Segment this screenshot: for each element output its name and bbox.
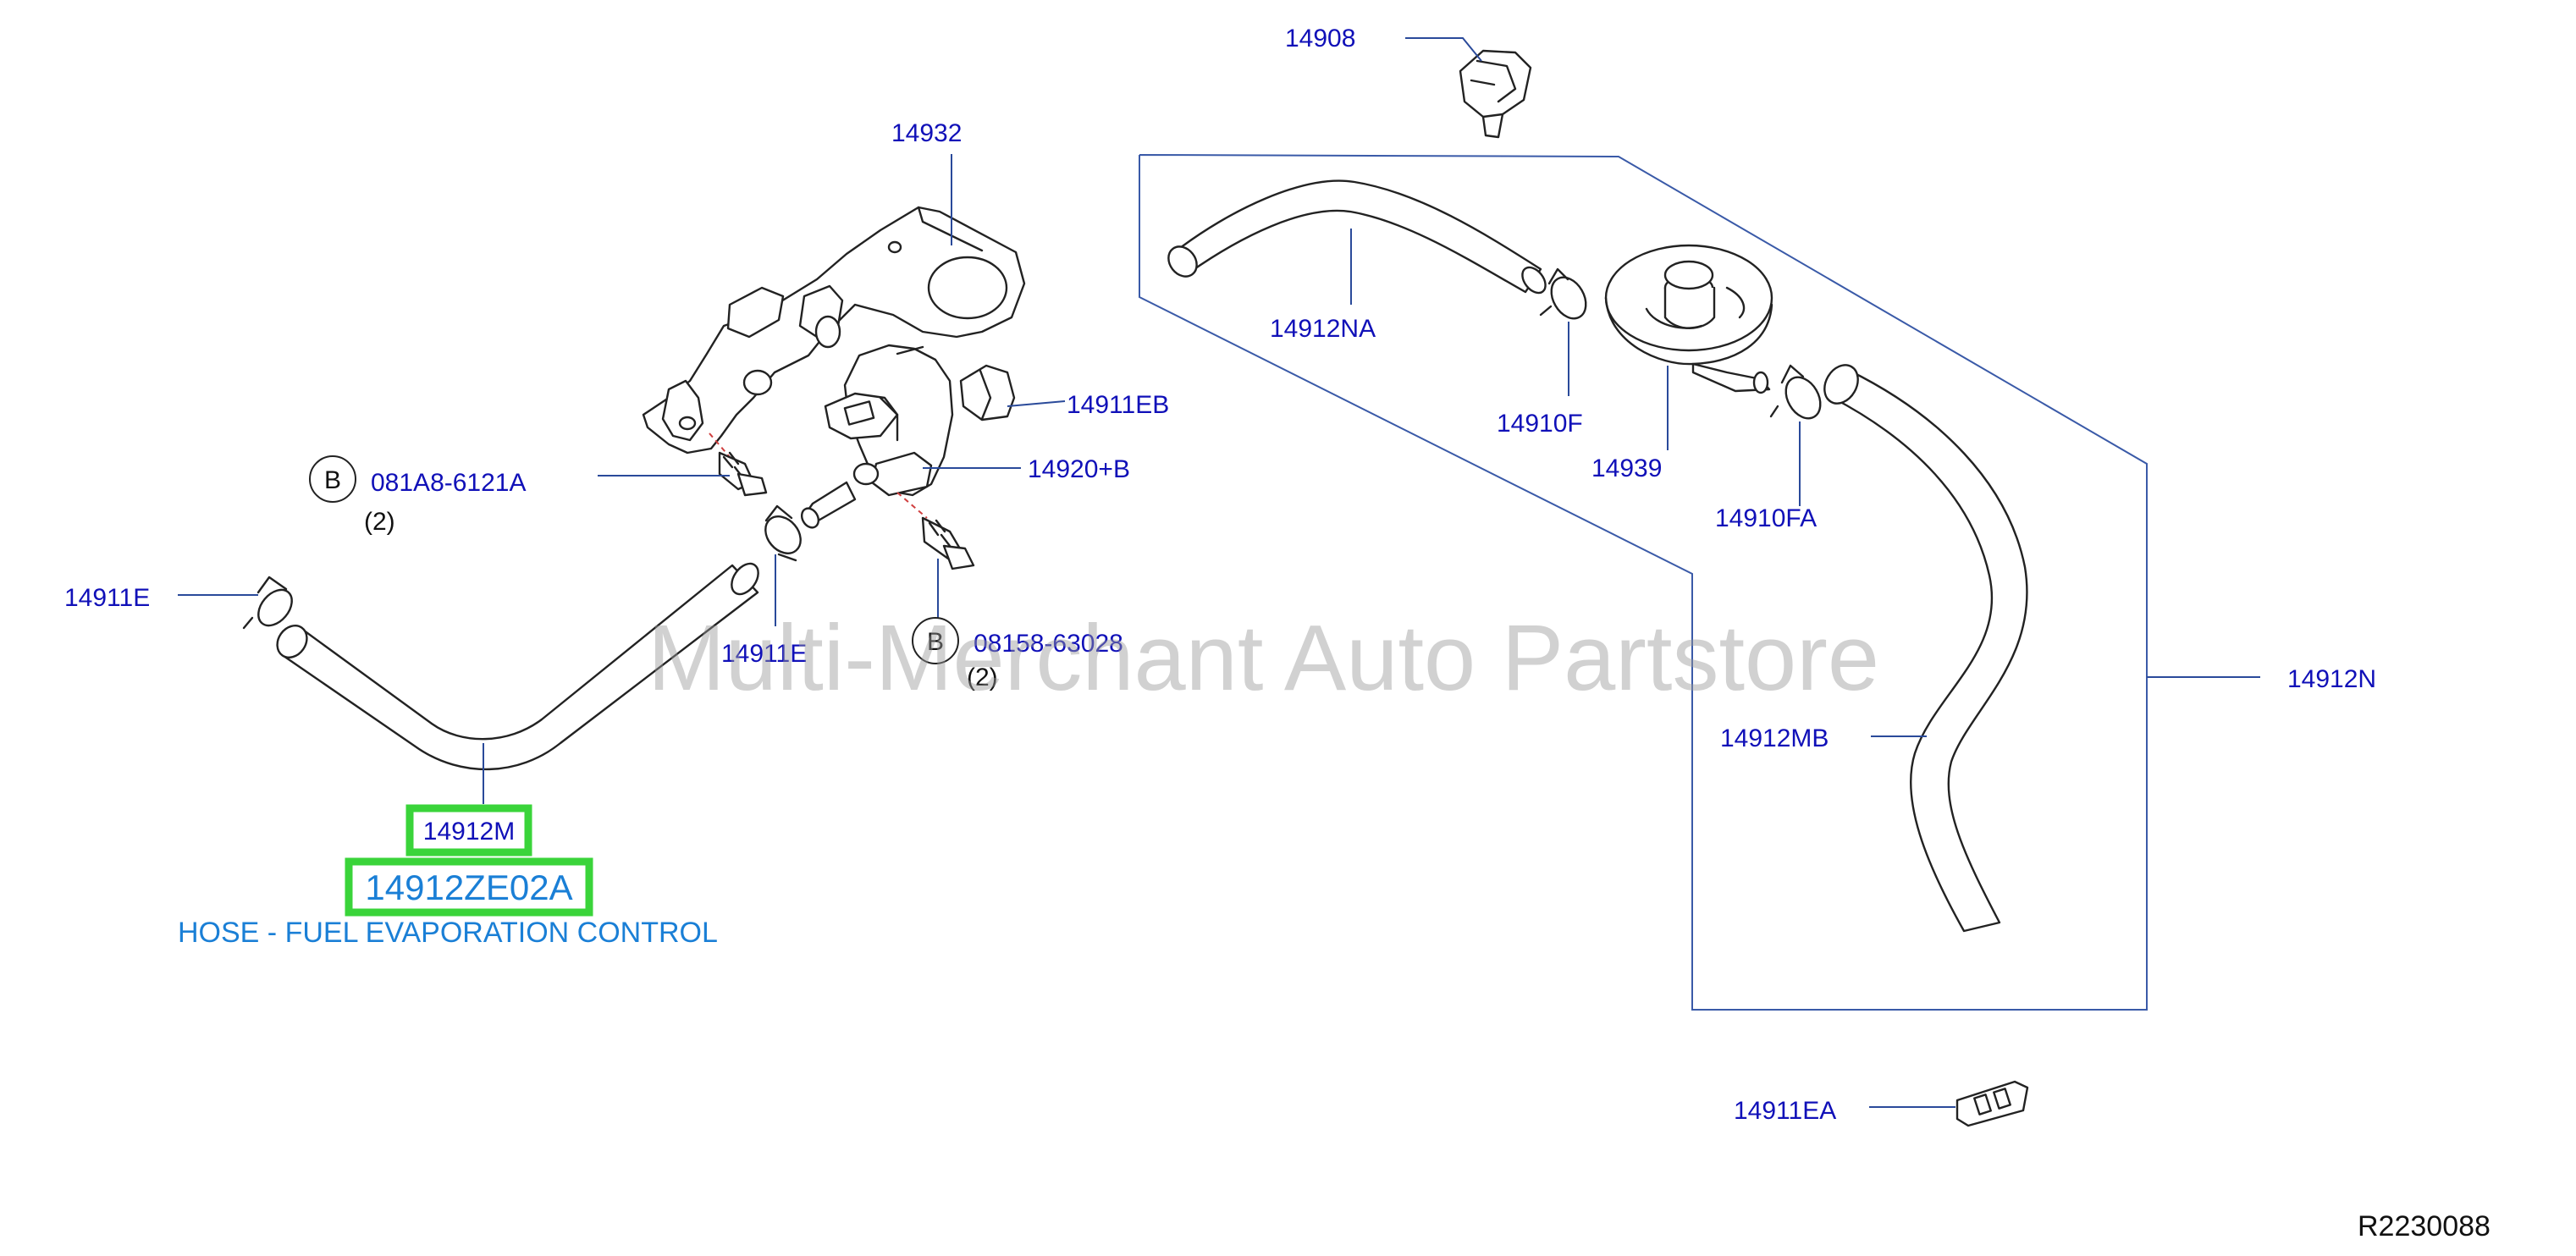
clamp-14911e-mid[interactable] xyxy=(758,504,808,562)
callout-08158-63028[interactable]: 08158-63028 xyxy=(974,630,1123,658)
diagram-reference: R2230088 xyxy=(2358,1210,2491,1242)
callout-14920b[interactable]: 14920+B xyxy=(1028,455,1130,483)
bolt-symbol-1: B xyxy=(309,455,356,503)
callout-08158-qty: (2) xyxy=(967,664,998,691)
callout-14912m[interactable]: 14912M xyxy=(423,818,515,846)
leader-lines xyxy=(178,37,2260,1108)
callout-14911e-left[interactable]: 14911E xyxy=(64,584,150,612)
selected-callout-highlight xyxy=(405,804,532,857)
callout-14932[interactable]: 14932 xyxy=(891,119,962,147)
bolt-symbol-2: B xyxy=(912,617,959,664)
callout-14911eb[interactable]: 14911EB xyxy=(1067,391,1169,419)
callout-14910f[interactable]: 14910F xyxy=(1497,410,1583,438)
assembly-frame xyxy=(1139,154,2148,1011)
clamp-14910f[interactable] xyxy=(1539,267,1593,325)
svg-text:B: B xyxy=(927,628,944,656)
callout-14912n[interactable]: 14912N xyxy=(2287,665,2376,693)
callout-14910fa[interactable]: 14910FA xyxy=(1715,504,1817,532)
selected-part-description: HOSE - FUEL EVAPORATION CONTROL xyxy=(178,917,718,949)
clamp-14911e-left[interactable] xyxy=(242,576,299,632)
selected-partnumber-highlight xyxy=(345,857,593,917)
clamp-14911eb[interactable] xyxy=(959,364,1016,421)
hose-14912m[interactable] xyxy=(271,559,764,771)
callout-14912mb[interactable]: 14912MB xyxy=(1720,724,1829,752)
selected-part-number[interactable]: 14912ZE02A xyxy=(365,868,572,907)
clamp-14910fa[interactable] xyxy=(1769,364,1828,425)
callout-14911e-mid[interactable]: 14911E xyxy=(721,640,807,668)
hose-14912mb[interactable] xyxy=(1818,359,2028,933)
callout-081a8-qty: (2) xyxy=(364,508,395,536)
bracket-14932[interactable] xyxy=(642,206,1026,454)
callout-14939[interactable]: 14939 xyxy=(1591,454,1662,482)
valve-14939[interactable] xyxy=(1604,244,1773,394)
callout-14908[interactable]: 14908 xyxy=(1285,25,1355,52)
solenoid-14920b[interactable] xyxy=(798,344,954,531)
callout-14911ea[interactable]: 14911EA xyxy=(1734,1097,1836,1125)
clip-14911ea[interactable] xyxy=(1955,1080,2029,1127)
bolt-081a8-6121a[interactable] xyxy=(709,432,768,497)
clip-14908[interactable] xyxy=(1459,49,1532,139)
svg-text:B: B xyxy=(324,466,341,494)
watermark: Multi-Merchant Auto Partstore xyxy=(648,606,1879,710)
bolt-08158-63028[interactable] xyxy=(896,492,975,570)
callout-14912na[interactable]: 14912NA xyxy=(1270,315,1376,343)
hose-14912na[interactable] xyxy=(1162,179,1550,298)
callout-081a8-6121a[interactable]: 081A8-6121A xyxy=(371,469,527,497)
